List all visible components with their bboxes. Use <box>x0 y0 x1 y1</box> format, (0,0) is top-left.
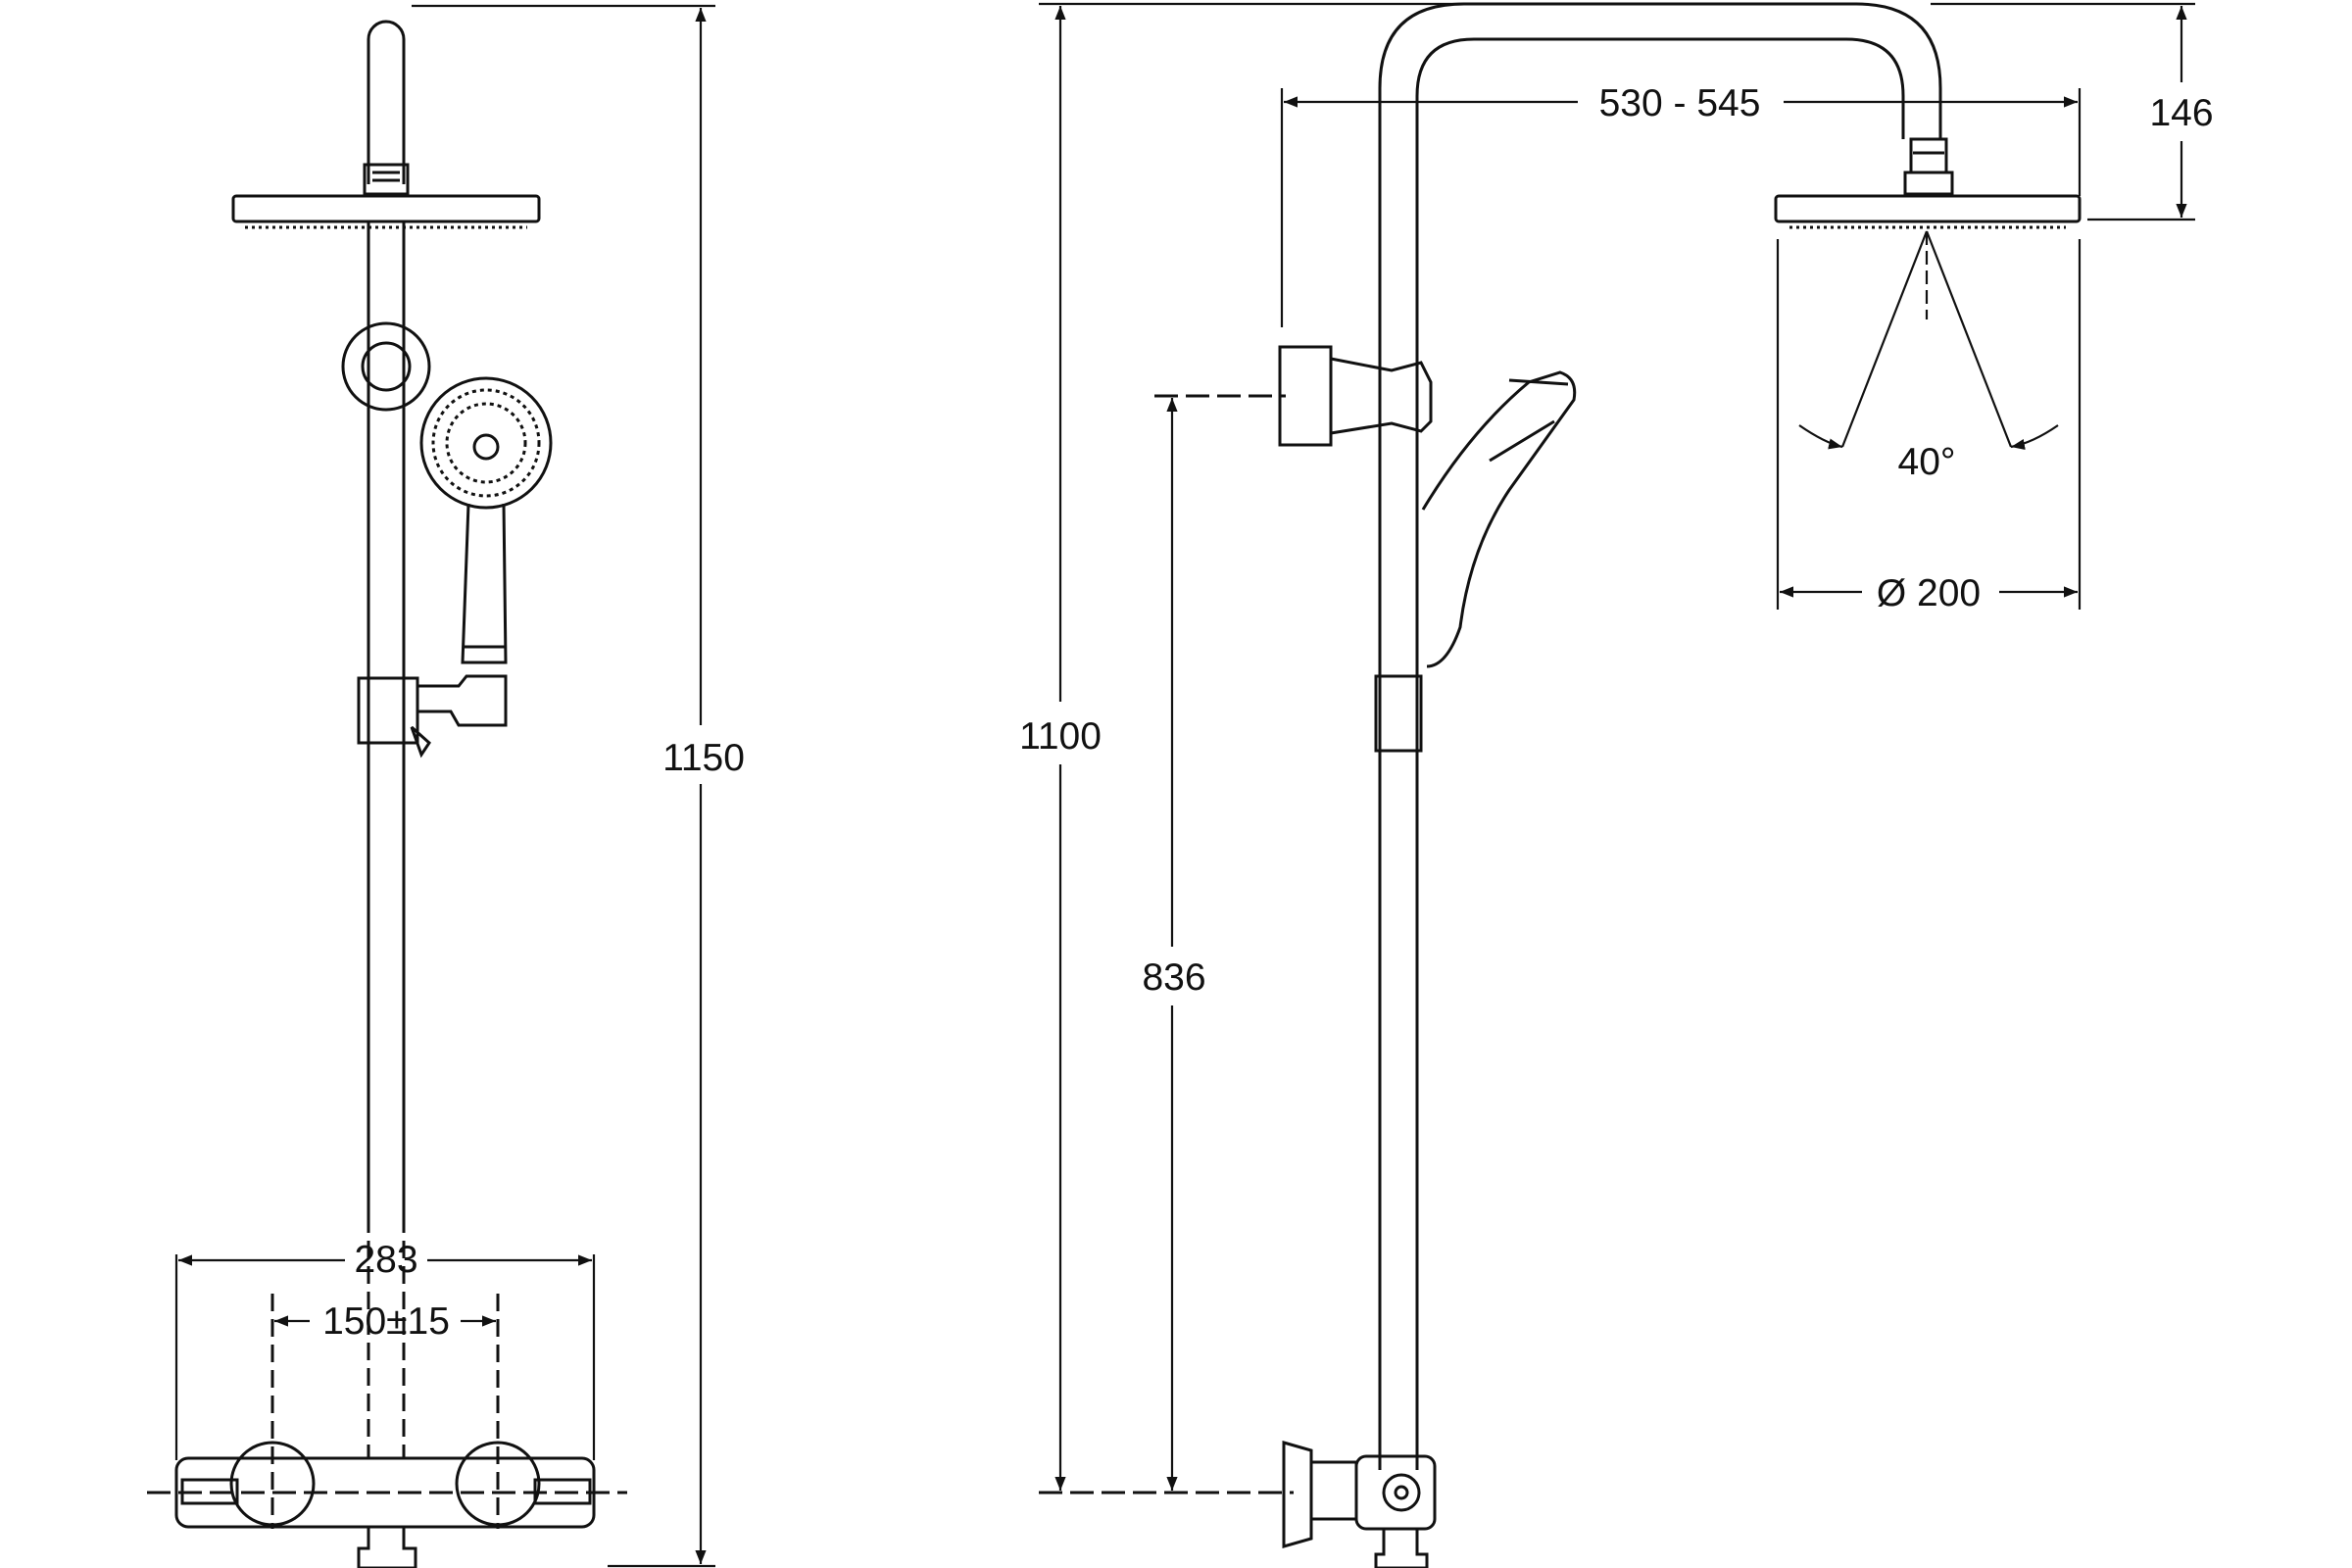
dim-outlet-height: 836 <box>1142 956 1205 999</box>
front-wall-bracket <box>341 321 431 412</box>
front-shower-head <box>231 194 541 223</box>
side-view <box>1039 2 2082 1568</box>
side-arm-inner <box>1415 37 1905 1470</box>
dim-spray-angle: 40° <box>1898 441 1956 483</box>
front-riser-upper <box>367 20 406 184</box>
side-slide-holder <box>1374 674 1423 753</box>
side-diverter-valve <box>1282 1441 1313 1548</box>
dim-inlet-spacing: 150±15 <box>322 1300 450 1343</box>
dim-overall-height: 1150 <box>662 737 745 779</box>
front-view <box>147 20 627 1568</box>
dim-arm-projection: 530 - 545 <box>1599 82 1761 124</box>
front-head-connector <box>363 163 410 196</box>
dim-total-height: 1100 <box>1019 715 1102 758</box>
side-shower-head <box>1774 194 2082 223</box>
side-head-connector <box>1909 137 1948 174</box>
side-wall-bracket <box>1278 345 1333 447</box>
dim-head-drop: 146 <box>2149 92 2213 134</box>
front-dimensions <box>174 4 715 1568</box>
front-hand-shower-handle <box>461 503 508 664</box>
front-hand-shower-head <box>419 376 553 510</box>
side-arm-outer <box>1378 2 1942 1470</box>
side-dimensions <box>1039 2 2195 1491</box>
front-mixer-outlet <box>357 1527 417 1568</box>
side-valve-knob <box>1382 1473 1421 1512</box>
dim-head-diameter: Ø 200 <box>1877 572 1981 614</box>
side-hand-shower <box>1421 370 1577 668</box>
dim-mixer-width: 283 <box>354 1239 417 1281</box>
